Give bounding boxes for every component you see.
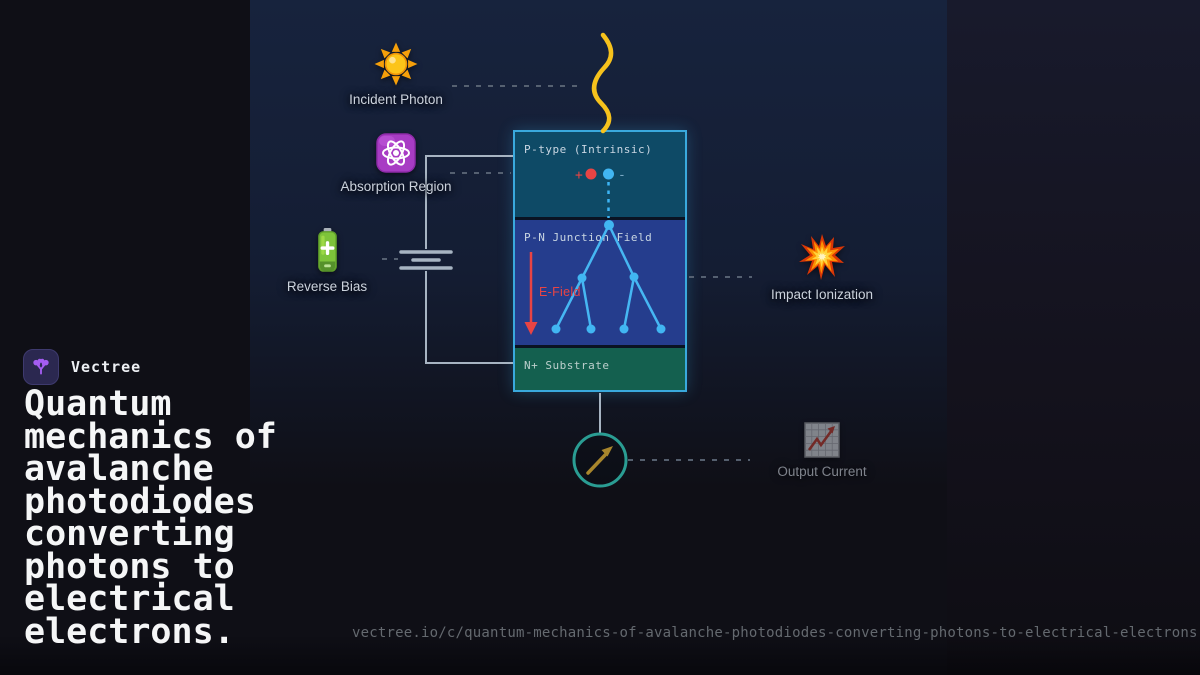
region-pn-junction: P-N Junction Field [515,220,685,345]
footer-url: vectree.io/c/quantum-mechanics-of-avalan… [352,625,1198,641]
region-n-substrate-label: N+ Substrate [524,359,610,372]
brand-lockup: Vectree [23,349,141,385]
node-impact-ionization: Impact Ionization [770,233,874,302]
sun-icon [374,42,418,86]
vectree-logo-icon [23,349,59,385]
photodiode-device-box: P-type (Intrinsic) P-N Junction Field N+… [513,130,687,392]
region-divider [515,217,685,220]
region-n-substrate: N+ Substrate [515,348,685,390]
atom-icon [376,133,416,173]
node-output-current: Output Current [774,422,870,479]
battery-icon [316,227,339,273]
e-field-label: E-Field [539,285,581,299]
node-label: Output Current [777,464,867,479]
node-label: Impact Ionization [770,287,874,302]
region-pn-junction-label: P-N Junction Field [524,231,653,244]
node-absorption-region: Absorption Region [340,133,452,194]
node-incident-photon: Incident Photon [349,42,443,107]
region-p-type-label: P-type (Intrinsic) [524,143,653,156]
brand-name: Vectree [71,358,142,376]
node-reverse-bias: Reverse Bias [287,227,367,294]
explosion-icon [798,233,846,281]
page-title: Quantum mechanics of avalanche photodiod… [24,384,277,652]
node-label: Reverse Bias [286,279,368,294]
node-label: Absorption Region [340,179,452,194]
region-p-type: P-type (Intrinsic) [515,132,685,217]
node-label: Incident Photon [349,92,443,107]
background-right-gradient [947,0,1200,675]
chart-up-icon [804,422,840,458]
region-divider [515,345,685,348]
